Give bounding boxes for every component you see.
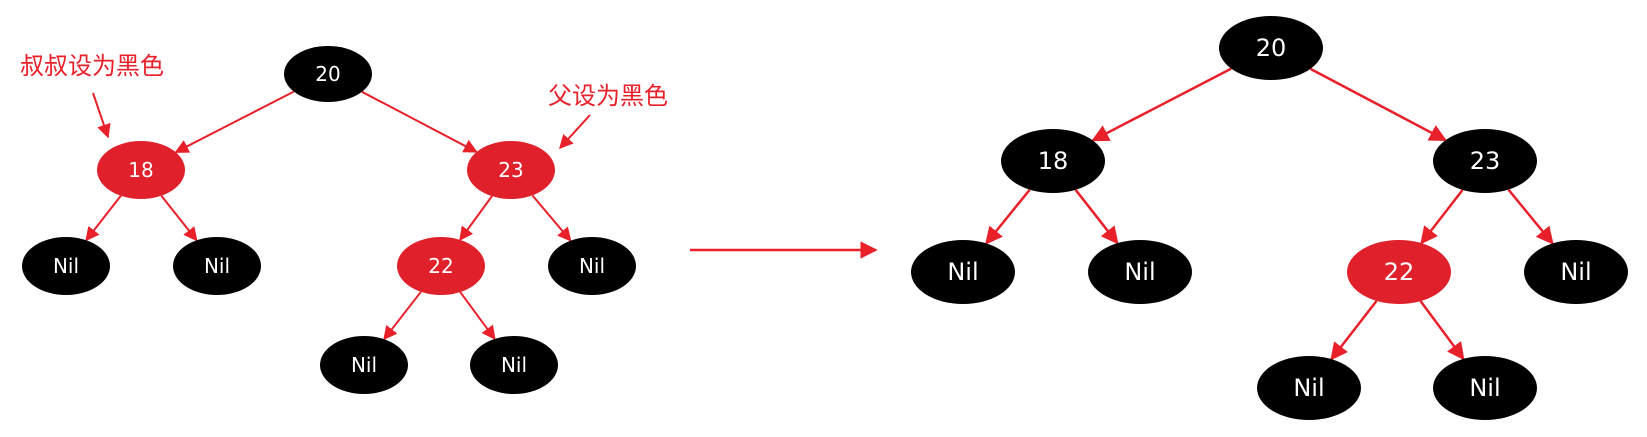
before-edge-n23-n22 xyxy=(459,195,493,241)
before-node-label-n20: 20 xyxy=(315,62,340,86)
after-tree-node: Nil xyxy=(911,240,1015,304)
before-tree-node: 23 xyxy=(467,141,555,199)
after-node-label-m23: 23 xyxy=(1470,147,1501,175)
after-tree-node: Nil xyxy=(1433,356,1537,420)
before-edge-n20-n18 xyxy=(174,90,295,154)
edges-layer xyxy=(85,67,1554,361)
after-edge-m20-m18 xyxy=(1091,67,1232,142)
after-node-shape-m20 xyxy=(1219,16,1323,80)
before-node-label-nil3: Nil xyxy=(579,254,605,278)
after-edge-m22-mnil5 xyxy=(1419,300,1465,361)
before-tree-node: 22 xyxy=(397,237,485,295)
parent-note-pointer xyxy=(559,114,591,150)
before-tree-node: Nil xyxy=(548,237,636,295)
before-node-shape-nil1 xyxy=(22,237,110,295)
before-tree-node: Nil xyxy=(22,237,110,295)
before-node-shape-nil3 xyxy=(548,237,636,295)
after-node-shape-m23 xyxy=(1433,129,1537,193)
before-edge-n20-n23 xyxy=(361,90,478,153)
uncle-recolor-note: 叔叔设为黑色 xyxy=(20,52,164,80)
before-node-label-nil2: Nil xyxy=(204,254,230,278)
after-node-shape-m22 xyxy=(1347,240,1451,304)
after-edge-m23-mnil3 xyxy=(1507,188,1554,245)
before-tree-node: 20 xyxy=(284,46,372,102)
after-tree-node: 22 xyxy=(1347,240,1451,304)
after-tree-node: 18 xyxy=(1001,129,1105,193)
after-node-label-mnil5: Nil xyxy=(1469,374,1500,402)
uncle-note-pointer xyxy=(92,92,111,139)
before-tree-node: 18 xyxy=(97,141,185,199)
before-node-shape-nil5 xyxy=(470,336,558,394)
after-node-label-m18: 18 xyxy=(1038,147,1069,175)
before-tree-node: Nil xyxy=(173,237,261,295)
after-node-shape-mnil4 xyxy=(1257,356,1361,420)
before-edge-n22-nil4 xyxy=(383,291,422,341)
after-tree-node: Nil xyxy=(1088,240,1192,304)
after-node-label-mnil2: Nil xyxy=(1124,258,1155,286)
after-tree-node: 20 xyxy=(1219,16,1323,80)
after-node-label-m20: 20 xyxy=(1256,34,1287,62)
after-edge-m18-mnil2 xyxy=(1074,189,1119,245)
after-tree-node: Nil xyxy=(1524,240,1628,304)
before-node-shape-n23 xyxy=(467,141,555,199)
after-node-label-m22: 22 xyxy=(1384,258,1415,286)
after-node-label-mnil3: Nil xyxy=(1560,258,1591,286)
after-edge-m20-m23 xyxy=(1309,67,1448,142)
after-node-shape-mnil5 xyxy=(1433,356,1537,420)
before-node-shape-n20 xyxy=(284,46,372,102)
after-node-label-mnil1: Nil xyxy=(947,258,978,286)
after-tree-node: Nil xyxy=(1257,356,1361,420)
before-tree-node: Nil xyxy=(320,336,408,394)
parent-recolor-note: 父设为黑色 xyxy=(548,82,668,110)
after-tree-node: 23 xyxy=(1433,129,1537,193)
before-node-shape-n22 xyxy=(397,237,485,295)
before-edge-n18-nil2 xyxy=(160,195,198,242)
after-edge-m23-m22 xyxy=(1420,189,1464,245)
after-edge-m22-mnil4 xyxy=(1330,300,1378,361)
after-node-shape-m18 xyxy=(1001,129,1105,193)
before-node-label-n18: 18 xyxy=(128,158,153,182)
before-node-shape-nil2 xyxy=(173,237,261,295)
before-edge-n23-nil3 xyxy=(531,194,572,242)
before-node-shape-nil4 xyxy=(320,336,408,394)
before-node-label-nil5: Nil xyxy=(501,353,527,377)
after-node-shape-mnil3 xyxy=(1524,240,1628,304)
before-node-shape-n18 xyxy=(97,141,185,199)
before-node-label-n23: 23 xyxy=(498,158,523,182)
after-edge-m18-mnil1 xyxy=(985,188,1031,245)
after-node-shape-mnil1 xyxy=(911,240,1015,304)
before-edge-n18-nil1 xyxy=(85,195,122,242)
before-edge-n22-nil5 xyxy=(459,291,496,341)
before-node-label-nil1: Nil xyxy=(53,254,79,278)
before-node-label-n22: 22 xyxy=(428,254,453,278)
after-node-label-mnil4: Nil xyxy=(1293,374,1324,402)
before-tree-node: Nil xyxy=(470,336,558,394)
before-node-label-nil4: Nil xyxy=(351,353,377,377)
after-node-shape-mnil2 xyxy=(1088,240,1192,304)
